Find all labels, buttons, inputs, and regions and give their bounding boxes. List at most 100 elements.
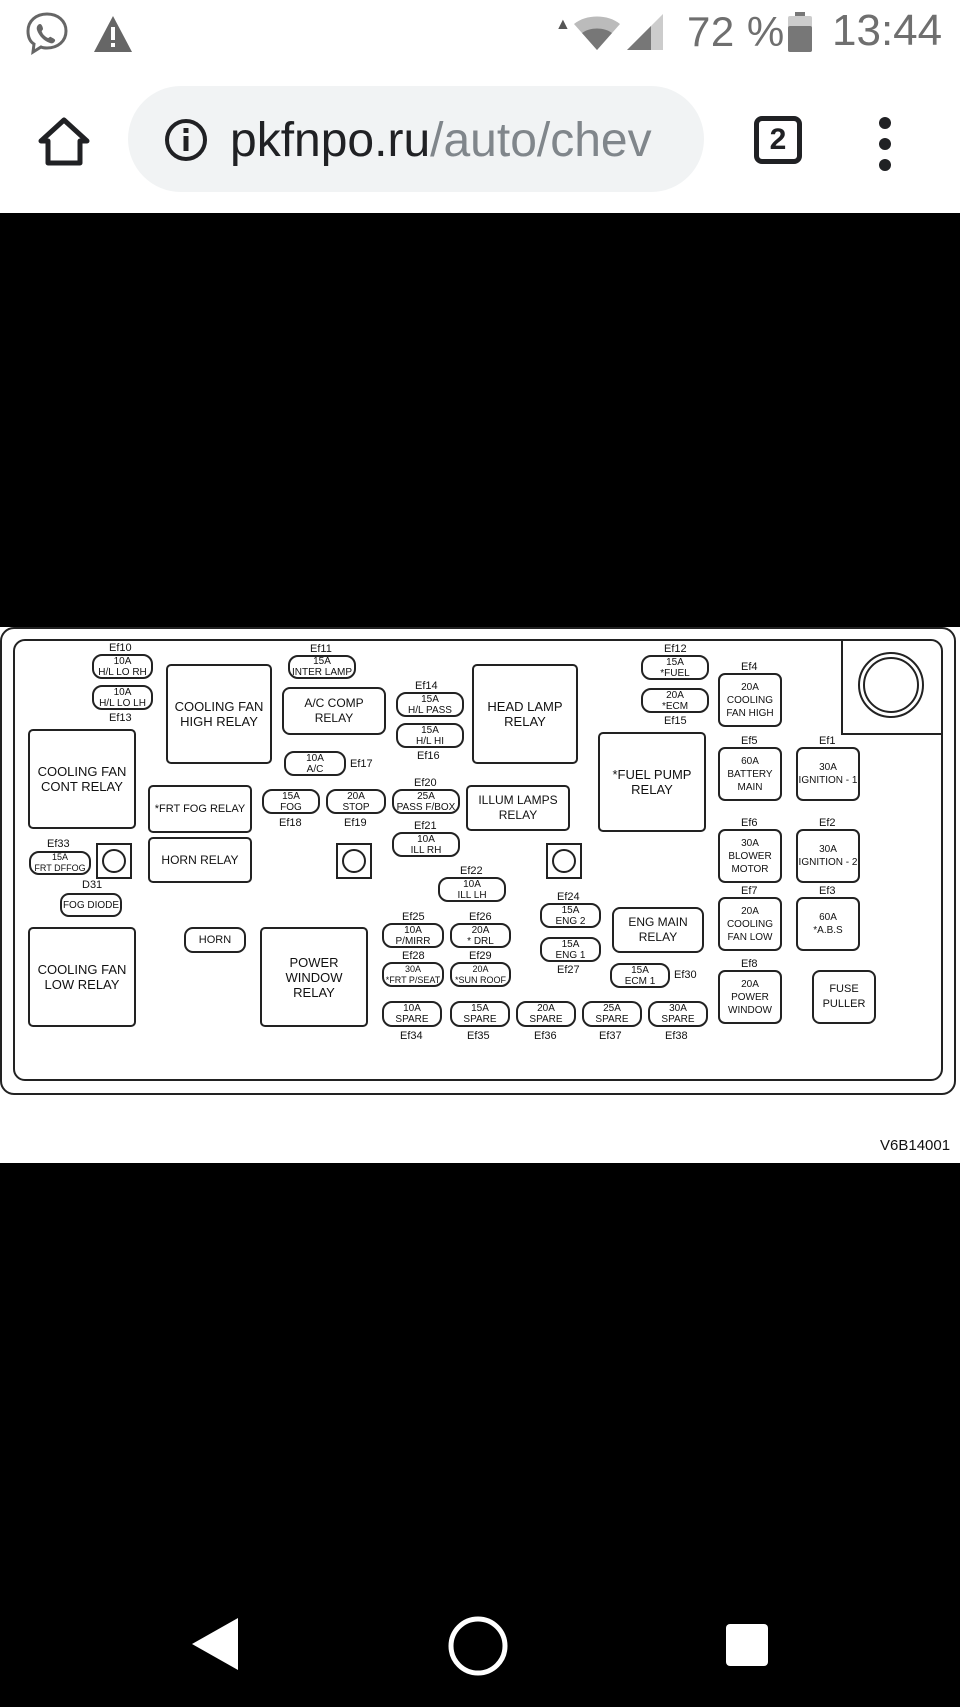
fuse-label-ef27: Ef27 [557, 964, 580, 976]
fuse-ef2: 30A IGNITION - 2 [796, 829, 860, 883]
fuse-ef11: 15A INTER LAMP [288, 655, 356, 679]
url-host: pkfnpo.ru [230, 114, 431, 167]
fuse-label-ef26: Ef26 [469, 911, 492, 923]
fuse-ef33: 15A FRT DFFOG [29, 851, 91, 875]
fuse-ef17: 10A A/C [284, 751, 346, 776]
fuse-label-ef16: Ef16 [417, 750, 440, 762]
horn: HORN [184, 927, 246, 953]
fuse-box-inner-frame [13, 639, 943, 1081]
fuse-ef3: 60A *A.B.S [796, 897, 860, 951]
mounting-bolt [546, 843, 582, 879]
relay-cooling-fan-low: COOLING FAN LOW RELAY [28, 927, 136, 1027]
info-icon[interactable] [164, 118, 208, 162]
fuse-label-ef20: Ef20 [414, 777, 437, 789]
corner-mount [841, 639, 943, 735]
fuse-label-ef38: Ef38 [665, 1030, 688, 1042]
fuse-ef6: 30A BLOWER MOTOR [718, 829, 782, 883]
fuse-ef12: 15A *FUEL [641, 655, 709, 680]
fuse-ef30: 15A ECM 1 [610, 963, 670, 988]
relay-power-window: POWER WINDOW RELAY [260, 927, 368, 1027]
relay-illum-lamps: ILLUM LAMPS RELAY [466, 785, 570, 831]
more-menu-icon[interactable] [876, 116, 894, 172]
fuse-ef14: 15A H/L PASS [396, 692, 464, 717]
fuse-ef25: 10A P/MIRR [382, 923, 444, 948]
fuse-label-ef7: Ef7 [741, 885, 758, 897]
fuse-ef1: 30A IGNITION - 1 [796, 747, 860, 801]
fuse-label-ef35: Ef35 [467, 1030, 490, 1042]
mounting-bolt [96, 843, 132, 879]
wifi-icon [574, 16, 620, 50]
mount-hole [858, 652, 924, 718]
battery-percent: 72 % [687, 8, 785, 55]
fuse-ef8: 20A POWER WINDOW [718, 970, 782, 1024]
fuse-label-ef24: Ef24 [557, 891, 580, 903]
back-icon[interactable] [190, 1616, 240, 1672]
fuse-label-ef29: Ef29 [469, 950, 492, 962]
recent-apps-icon[interactable] [726, 1624, 768, 1666]
relay-eng-main: ENG MAIN RELAY [612, 907, 704, 953]
fuse-label-ef10: Ef10 [109, 642, 132, 654]
tab-switcher-button[interactable]: 2 [754, 116, 802, 164]
home-icon[interactable] [38, 116, 90, 168]
relay-fuel-pump: *FUEL PUMP RELAY [598, 732, 706, 832]
fuse-label-ef18: Ef18 [279, 817, 302, 829]
fuse-label-ef5: Ef5 [741, 735, 758, 747]
fuse-ef36: 20A SPARE [516, 1001, 576, 1027]
fuse-label-ef19: Ef19 [344, 817, 367, 829]
home-circle-icon[interactable] [448, 1616, 508, 1676]
fuse-label-ef33: Ef33 [47, 838, 70, 850]
browser-toolbar: pkfnpo.ru/auto/chev 2 [0, 68, 960, 213]
relay-cooling-fan-cont: COOLING FAN CONT RELAY [28, 729, 136, 829]
fuse-label-ef1: Ef1 [819, 735, 836, 747]
fuse-box-diagram: COOLING FAN HIGH RELAY A/C COMP RELAY HE… [0, 627, 960, 1163]
fuse-label-ef14: Ef14 [415, 680, 438, 692]
data-arrow-icon: ▲ [555, 16, 571, 33]
fuse-label-ef22: Ef22 [460, 865, 483, 877]
warning-icon [94, 16, 132, 52]
fuse-ef7: 20A COOLING FAN LOW [718, 897, 782, 951]
status-bar: ▲ 72 % 13:44 [0, 0, 960, 68]
fuse-label-ef17: Ef17 [350, 758, 373, 770]
fuse-ef37: 25A SPARE [582, 1001, 642, 1027]
fuse-ef35: 15A SPARE [450, 1001, 510, 1027]
fuse-label-ef28: Ef28 [402, 950, 425, 962]
fuse-label-ef30: Ef30 [674, 969, 697, 981]
fuse-ef13: 10A H/L LO LH [92, 685, 153, 710]
fuse-ef18: 15A FOG [262, 789, 320, 814]
relay-horn: HORN RELAY [148, 837, 252, 883]
fuse-label-ef15: Ef15 [664, 715, 687, 727]
navigation-bar [0, 1580, 960, 1707]
d31-label: D31 [82, 879, 103, 891]
cell-signal-icon [627, 14, 663, 50]
viber-icon [26, 12, 68, 55]
fog-diode: FOG DIODE [60, 893, 122, 917]
fuse-ef22: 10A ILL LH [438, 877, 506, 902]
mounting-bolt [336, 843, 372, 879]
fuse-label-ef21: Ef21 [414, 820, 437, 832]
fuse-ef20: 25A PASS F/BOX [392, 789, 460, 814]
fuse-ef21: 10A ILL RH [392, 832, 460, 857]
url-path: /auto/chev [430, 114, 652, 167]
fuse-label-ef4: Ef4 [741, 661, 758, 673]
fuse-ef5: 60A BATTERY MAIN [718, 747, 782, 801]
fuse-label-ef25: Ef25 [402, 911, 425, 923]
fuse-label-ef34: Ef34 [400, 1030, 423, 1042]
fuse-puller: FUSE PULLER [812, 970, 876, 1024]
fuse-label-ef6: Ef6 [741, 817, 758, 829]
fuse-ef27: 15A ENG 1 [540, 937, 601, 962]
fuse-label-ef36: Ef36 [534, 1030, 557, 1042]
fuse-ef16: 15A H/L HI [396, 723, 464, 748]
page-content: COOLING FAN HIGH RELAY A/C COMP RELAY HE… [0, 213, 960, 1580]
relay-frt-fog: *FRT FOG RELAY [148, 785, 252, 833]
url-text[interactable]: pkfnpo.ru/auto/chev [230, 113, 676, 168]
fuse-label-ef13: Ef13 [109, 712, 132, 724]
fuse-ef28: 30A *FRT P/SEAT [382, 962, 444, 987]
fuse-label-ef8: Ef8 [741, 958, 758, 970]
fuse-ef34: 10A SPARE [382, 1001, 442, 1027]
relay-head-lamp: HEAD LAMP RELAY [472, 664, 578, 764]
fuse-ef29: 20A *SUN ROOF [450, 962, 511, 987]
fuse-label-ef2: Ef2 [819, 817, 836, 829]
url-bar[interactable] [128, 86, 704, 192]
fuse-ef19: 20A STOP [326, 789, 386, 814]
fuse-ef26: 20A * DRL [450, 923, 511, 948]
